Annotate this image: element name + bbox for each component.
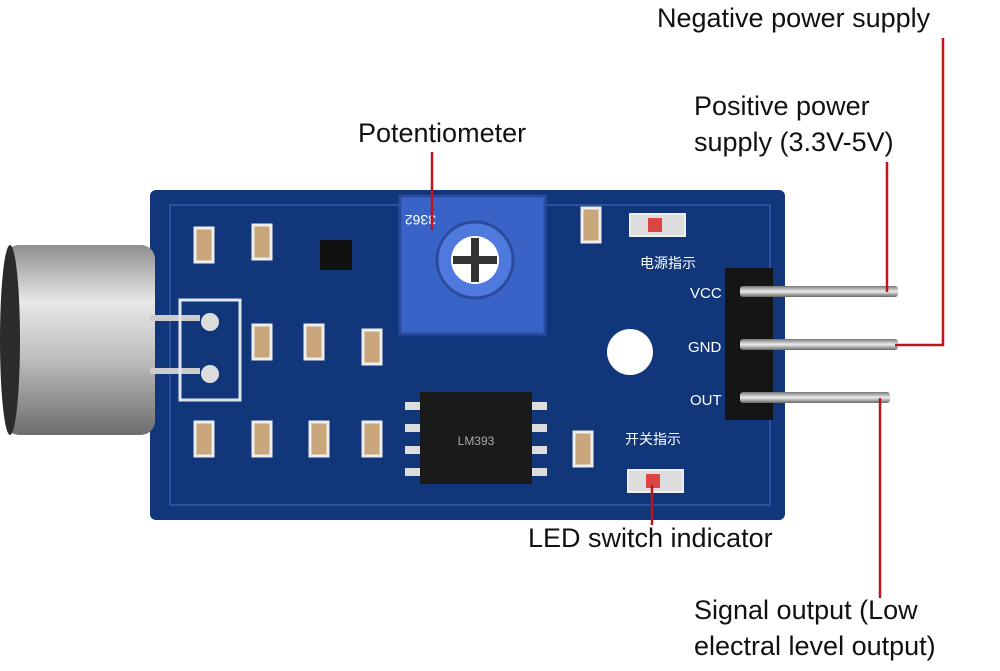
pin-label-out: OUT [690,392,722,409]
label-potentiometer: Potentiometer [358,118,527,148]
label-positive-power-1: Positive power [694,91,870,121]
pin-out [740,392,890,403]
pin-label-gnd: GND [688,339,722,356]
pin-gnd [740,339,898,350]
label-led-switch: LED switch indicator [528,523,773,553]
chip-marking: LM393 [458,434,495,448]
power-led-label: 电源指示 [640,255,696,271]
pin-label-vcc: VCC [690,285,722,302]
mounting-hole [607,329,653,375]
label-signal-output-2: electral level output) [694,631,936,661]
microphone [5,245,155,435]
smd-components [193,206,602,468]
comparator-chip [420,392,532,484]
pot-marking: 3362 [405,212,436,228]
label-signal-output-1: Signal output (Low [694,595,918,625]
pin-vcc [740,286,898,297]
leader-lines [430,38,945,598]
switch-led-label: 开关指示 [625,431,681,447]
label-negative-power: Negative power supply [657,3,931,33]
label-positive-power-2: supply (3.3V-5V) [694,127,894,157]
